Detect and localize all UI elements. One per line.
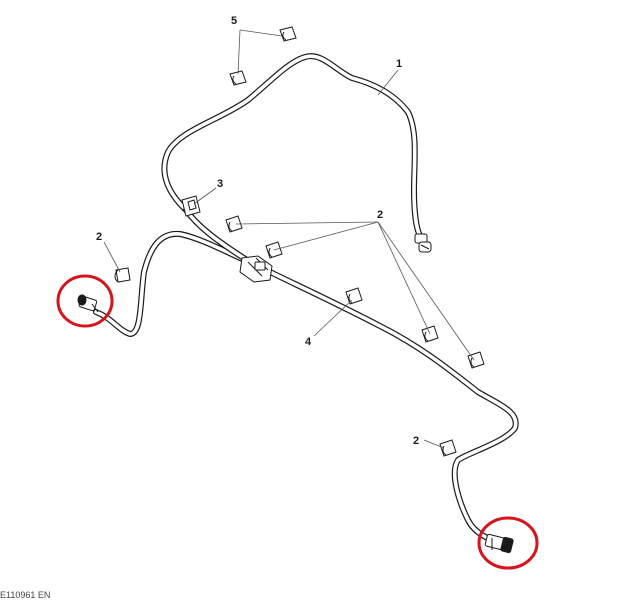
clip-2-lower <box>439 439 457 457</box>
junction-connector <box>239 255 273 283</box>
clip-5-top <box>279 26 297 42</box>
clip-2-a <box>225 215 243 233</box>
callout-5: 5 <box>231 15 237 27</box>
hose-1 <box>161 53 423 239</box>
left-end-fitting <box>77 294 99 313</box>
callout-2-center: 2 <box>377 209 383 221</box>
right-end-fitting <box>484 533 514 554</box>
callout-3: 3 <box>217 178 223 190</box>
callout-2-left: 2 <box>96 231 102 243</box>
figure-code: E110961 EN <box>0 590 51 600</box>
leader-lines <box>103 29 475 449</box>
hose-1-end-connector <box>414 233 432 253</box>
callout-4: 4 <box>305 336 312 348</box>
clip-2-c <box>345 287 363 305</box>
clip-3 <box>181 195 201 217</box>
highlight-circle-left <box>56 274 114 328</box>
callout-2-lower: 2 <box>413 435 419 447</box>
clip-2-e <box>467 351 485 369</box>
callout-1: 1 <box>396 58 402 70</box>
clip-2-left <box>114 267 131 283</box>
hose-4 <box>93 230 519 547</box>
highlight-circle-right <box>477 516 539 570</box>
